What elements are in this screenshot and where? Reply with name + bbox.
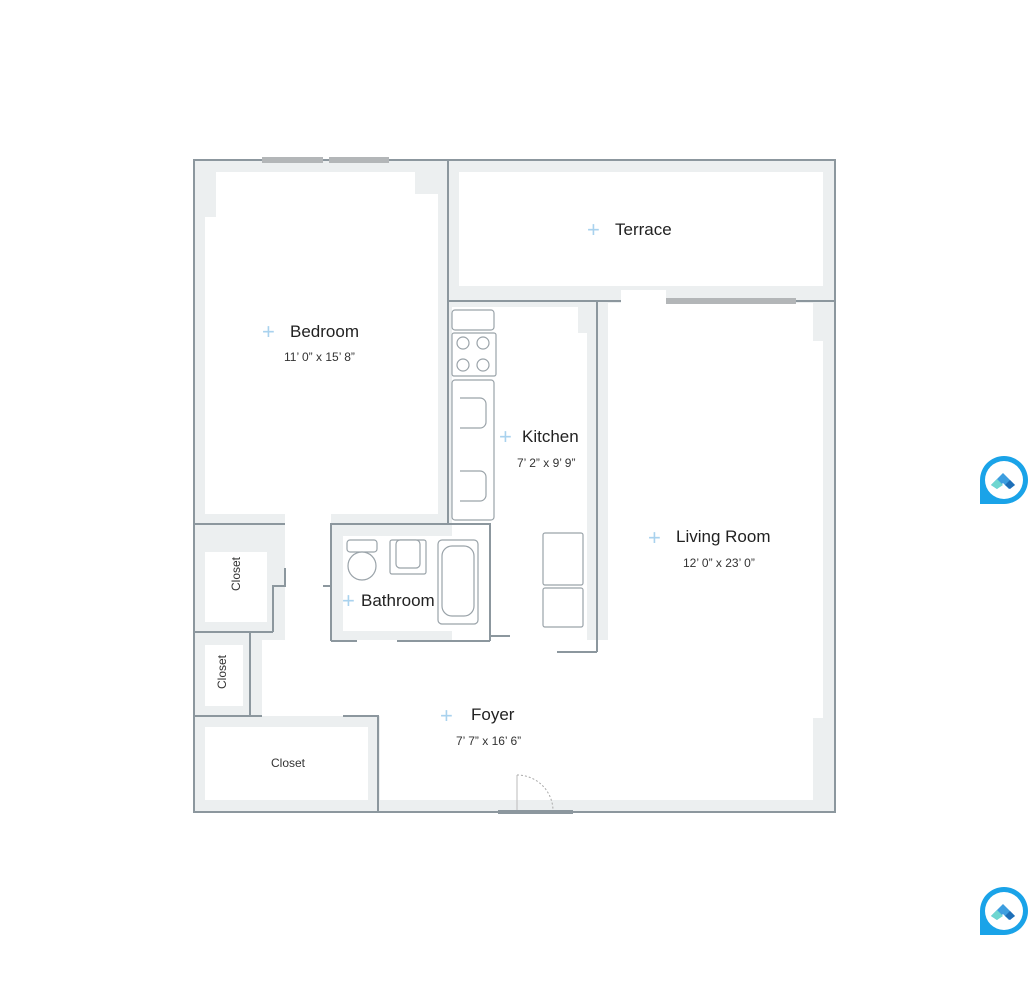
counter-sink [451,379,495,521]
plus-marker-icon[interactable]: + [648,525,661,550]
appliance [542,587,584,628]
closet-2-area [205,645,243,706]
foyer-bottom [490,630,560,650]
kitchen-fixtures [451,309,584,628]
corridor-area [285,514,331,644]
room-label-bedroom: Bedroom [290,322,359,341]
room-label-closet: Closet [215,654,230,690]
toilet-bowl [347,551,377,581]
plus-marker-icon[interactable]: + [499,424,512,449]
window [666,298,796,304]
room-dimensions-bedroom: 11’ 0” x 15’ 8” [284,350,355,364]
counter [451,309,495,331]
terrace-area [459,172,823,286]
entry-door [498,774,573,814]
room-label-closet: Closet [229,556,244,592]
living-area-top [621,290,666,310]
room-dimensions-living-room: 12’ 0” x 23’ 0” [683,556,755,570]
room-label-kitchen: Kitchen [522,427,579,446]
plus-marker-icon[interactable]: + [440,703,453,728]
foyer-area [380,640,823,800]
toilet-tank [346,539,378,553]
room-dimensions-foyer: 7’ 7” x 16’ 6” [456,734,522,748]
windows [262,157,796,304]
plus-marker-icon[interactable]: + [262,319,275,344]
room-label-foyer: Foyer [471,705,515,724]
plus-marker-icon[interactable]: + [587,217,600,242]
foyer-area-left [262,640,380,716]
refrigerator [542,532,584,586]
closet-1-area [205,552,267,622]
room-label-bathroom: Bathroom [361,591,435,610]
plus-marker-icon[interactable]: + [342,588,355,613]
bathroom-fixtures [346,539,479,625]
app-logo-icon[interactable] [979,887,1029,937]
window [262,157,323,163]
room-label-terrace: Terrace [615,220,672,239]
room-label-closet: Closet [271,756,306,770]
closet-3-area [205,727,368,800]
room-label-living-room: Living Room [676,527,771,546]
app-logo-icon[interactable] [979,456,1029,506]
bedroom-area [205,172,438,514]
room-dimensions-kitchen: 7’ 2” x 9’ 9” [517,456,576,470]
window [329,157,389,163]
